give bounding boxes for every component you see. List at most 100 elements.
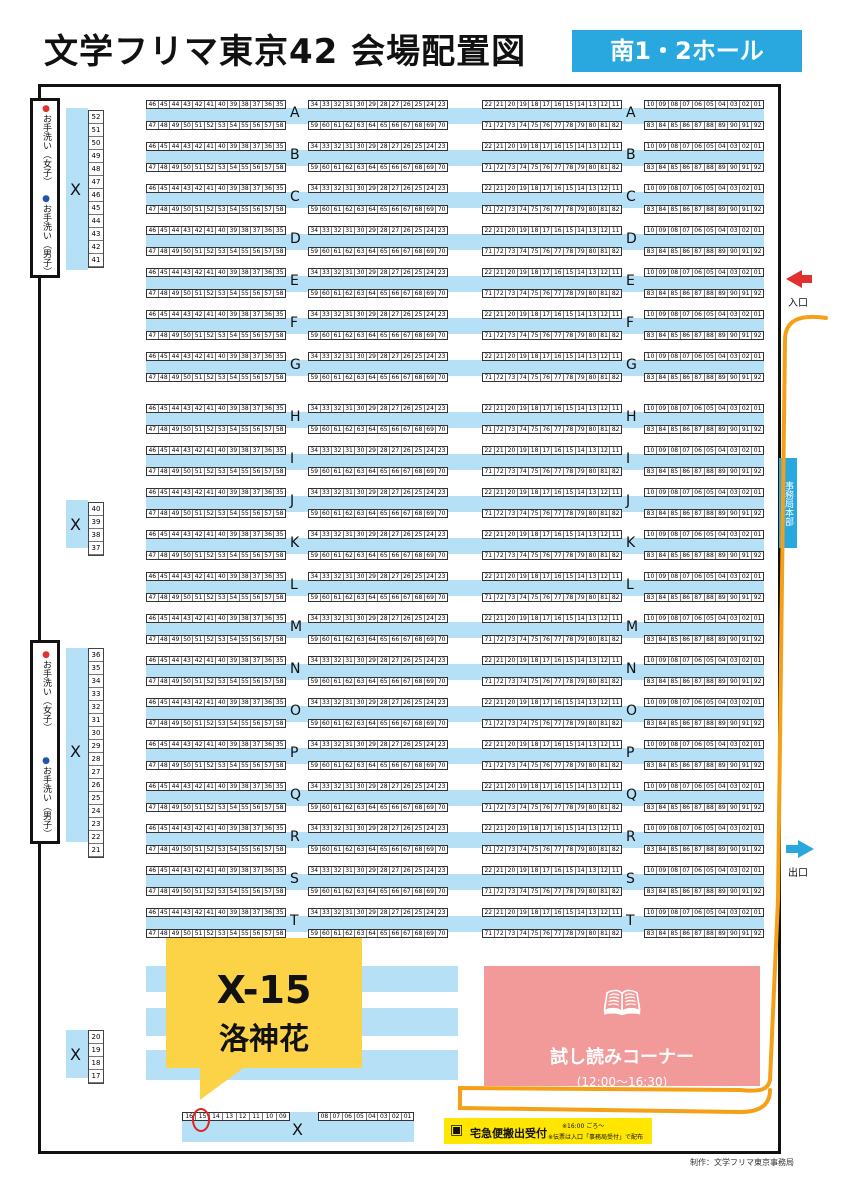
row-letter-T: T (626, 913, 635, 929)
booth-number: 20 (506, 227, 518, 234)
row-letter-O: O (626, 703, 638, 719)
booth-number: 67 (402, 290, 414, 297)
booth-number: 27 (390, 657, 402, 664)
booth-number: 45 (159, 269, 171, 276)
booth-number: 75 (529, 164, 541, 171)
booth-number: 34 (309, 405, 321, 412)
booth-number: 12 (599, 185, 611, 192)
booth-number: 35 (275, 573, 284, 580)
booth-number: 40 (216, 269, 229, 276)
booth-number: 79 (576, 374, 588, 381)
booth-number: 06 (693, 825, 705, 832)
booth-number: 66 (390, 552, 402, 559)
booth-number: 52 (205, 290, 217, 297)
booth-number: 01 (753, 615, 762, 622)
booth-number: 17 (541, 657, 553, 664)
booth-number: 32 (332, 573, 344, 580)
booth-number: 81 (599, 720, 611, 727)
booth-number: 31 (344, 783, 356, 790)
booth-number: 49 (170, 846, 182, 853)
booth-number: 70 (437, 888, 446, 895)
booth-number: 41 (205, 269, 217, 276)
booth-number: 52 (89, 111, 103, 124)
booth-number: 70 (437, 762, 446, 769)
booth-number: 73 (506, 332, 518, 339)
booth-number: 63 (355, 426, 367, 433)
booth-number: 77 (552, 164, 565, 171)
booth-number: 46 (147, 783, 159, 790)
booth-number: 82 (611, 374, 620, 381)
booth-number: 60 (321, 122, 333, 129)
booth-number: 49 (170, 594, 182, 601)
booth-number: 49 (170, 678, 182, 685)
booth-number: 60 (321, 888, 333, 895)
booth-number: 27 (390, 227, 402, 234)
booth-number: 02 (740, 615, 753, 622)
booth-number: 47 (147, 888, 159, 895)
booth-number: 40 (216, 531, 229, 538)
booth-number: 61 (332, 720, 344, 727)
booth-number: 01 (753, 825, 762, 832)
booth-number: 89 (716, 122, 729, 129)
booth-number: 02 (740, 447, 753, 454)
booth-number: 70 (437, 930, 446, 937)
booth-number: 45 (159, 353, 171, 360)
booth-number: 24 (89, 805, 103, 818)
booth-number: 65 (378, 468, 391, 475)
booth-number: 15 (564, 185, 576, 192)
booth-number: 01 (753, 143, 762, 150)
booth-number: 38 (240, 615, 252, 622)
booth-number: 63 (355, 290, 367, 297)
booth-number: 10 (645, 783, 657, 790)
booth-number: 58 (275, 552, 284, 559)
booth-number: 22 (483, 699, 495, 706)
x-label-bottom: X (292, 1120, 303, 1139)
booth-number: 79 (576, 720, 588, 727)
booth-number: 73 (506, 636, 518, 643)
booth-number: 07 (681, 185, 693, 192)
booth-number: 12 (599, 531, 611, 538)
booth-number: 69 (425, 468, 437, 475)
booth-number: 79 (576, 930, 588, 937)
booth-number: 65 (378, 720, 391, 727)
booth-number: 63 (355, 510, 367, 517)
booth-number: 79 (576, 122, 588, 129)
booth-number: 28 (378, 227, 391, 234)
booth-number: 37 (251, 101, 263, 108)
booth-number: 89 (716, 762, 729, 769)
booth-number: 70 (437, 374, 446, 381)
booth-number: 32 (332, 311, 344, 318)
booth-number: 37 (251, 741, 263, 748)
booth-number: 82 (611, 206, 620, 213)
booth-number: 64 (367, 594, 379, 601)
booth-number: 07 (681, 227, 693, 234)
booth-number: 44 (170, 269, 182, 276)
booth-number: 61 (332, 636, 344, 643)
booth-number: 71 (483, 804, 495, 811)
booth-number: 25 (413, 269, 425, 276)
booth-number: 85 (669, 374, 681, 381)
booth-number: 84 (657, 332, 669, 339)
booth-number: 46 (147, 101, 159, 108)
booth-number: 37 (251, 447, 263, 454)
booth-number: 59 (309, 762, 321, 769)
booth-number: 74 (518, 720, 530, 727)
booth-number: 61 (332, 930, 344, 937)
booth-number: 17 (541, 447, 553, 454)
booth-number: 53 (216, 678, 229, 685)
booth-number: 43 (182, 573, 194, 580)
booth-number: 08 (669, 227, 681, 234)
booth-number: 36 (263, 531, 275, 538)
booth-number: 38 (240, 311, 252, 318)
booth-number: 26 (402, 269, 414, 276)
booth-number: 38 (240, 227, 252, 234)
booth-number: 72 (495, 290, 507, 297)
booth-number: 60 (321, 206, 333, 213)
